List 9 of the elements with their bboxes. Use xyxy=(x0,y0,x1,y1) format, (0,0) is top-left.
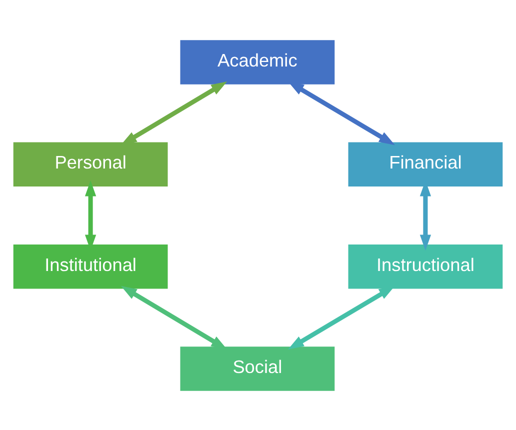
node-box: Social xyxy=(179,344,336,392)
arrow xyxy=(120,81,228,145)
node-box: Financial xyxy=(347,140,504,188)
node-box: Institutional xyxy=(12,242,169,290)
arrow xyxy=(288,81,395,145)
arrow xyxy=(120,285,228,349)
node-box: Academic xyxy=(179,38,336,86)
node-box: Personal xyxy=(12,140,169,188)
node-box: Instructional xyxy=(347,242,504,290)
